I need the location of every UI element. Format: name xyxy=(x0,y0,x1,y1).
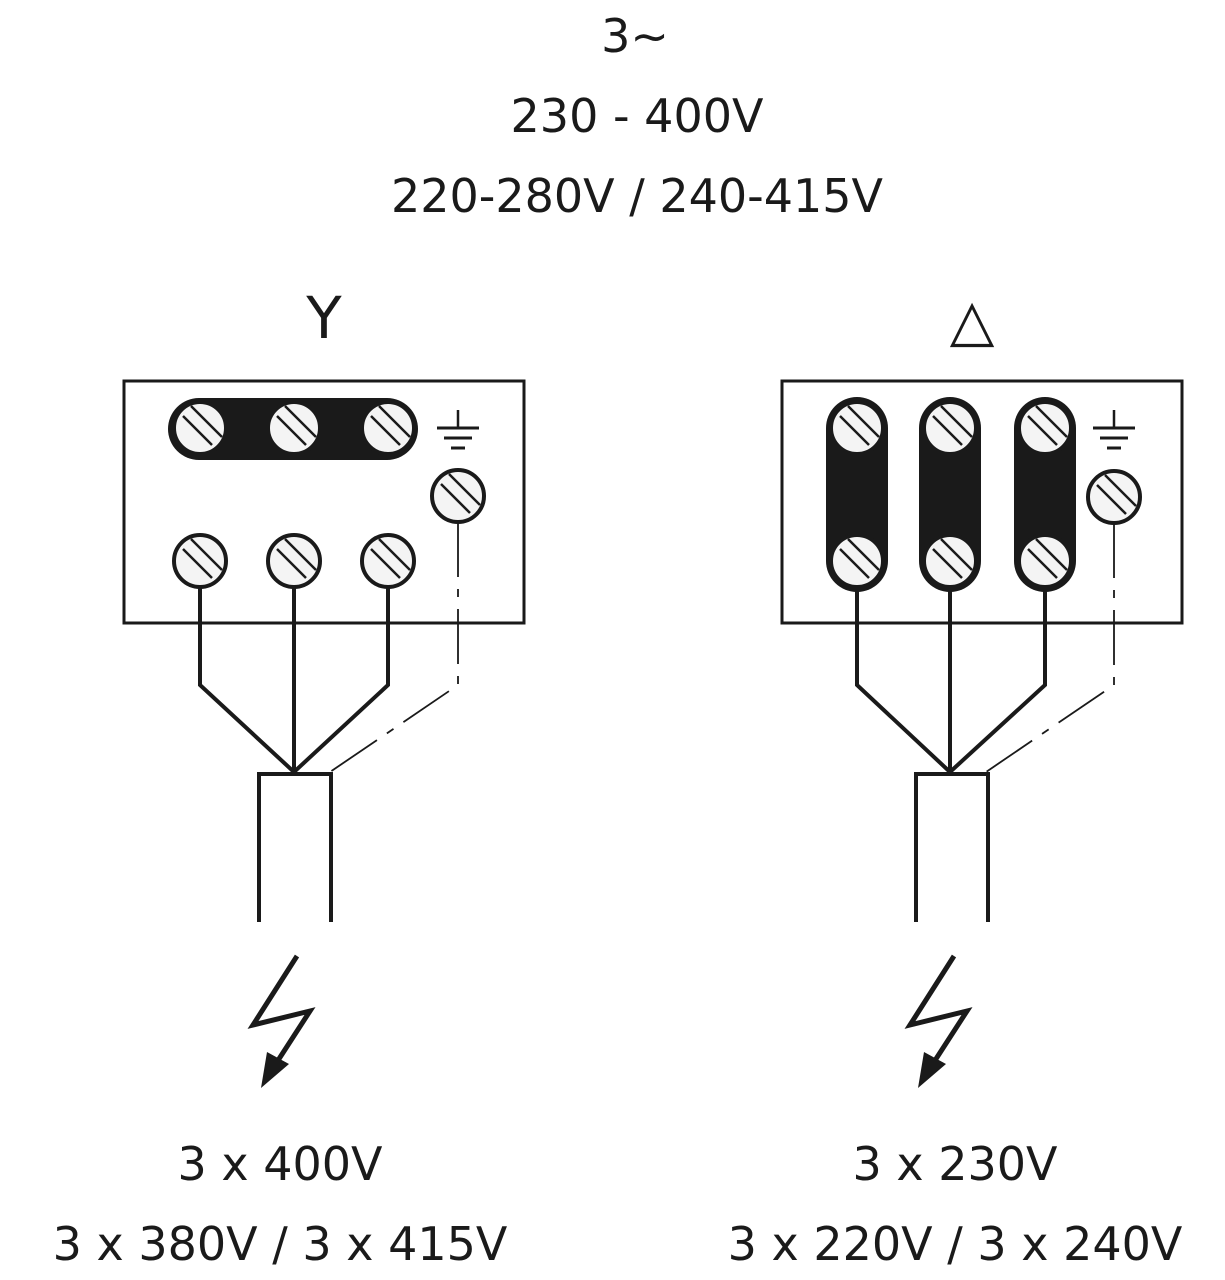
phase-label: 3~ xyxy=(601,9,669,63)
wire xyxy=(198,587,296,774)
terminal xyxy=(1017,533,1073,589)
delta-voltage-alt: 3 x 220V / 3 x 240V xyxy=(728,1217,1183,1271)
terminal xyxy=(922,533,978,589)
terminal xyxy=(360,533,416,589)
star-voltage-main: 3 x 400V xyxy=(177,1137,383,1191)
earth-wire xyxy=(985,523,1115,773)
wire xyxy=(948,590,1047,774)
voltage-range-alt: 220-280V / 240-415V xyxy=(391,169,884,223)
earth-wire xyxy=(329,522,459,773)
earth-terminal xyxy=(430,468,486,524)
cable xyxy=(257,772,333,922)
earth-terminal xyxy=(1086,469,1142,525)
terminal xyxy=(172,533,228,589)
star-symbol: Y xyxy=(305,284,342,352)
terminal xyxy=(266,533,322,589)
terminal xyxy=(266,400,322,456)
terminal xyxy=(829,533,885,589)
terminal xyxy=(829,400,885,456)
star-voltage-alt: 3 x 380V / 3 x 415V xyxy=(53,1217,508,1271)
delta-connection: △ 3 x 230V 3 x 220V / 3 x 240V xyxy=(728,286,1184,1271)
delta-voltage-main: 3 x 230V xyxy=(852,1137,1058,1191)
terminal xyxy=(922,400,978,456)
cable xyxy=(914,772,990,922)
voltage-range-main: 230 - 400V xyxy=(511,89,764,143)
terminal xyxy=(360,400,416,456)
terminal xyxy=(172,400,228,456)
wire xyxy=(292,587,390,774)
lightning-icon xyxy=(910,956,967,1088)
terminal xyxy=(1017,400,1073,456)
star-connection: Y 3 x 400V 3 x 380V / 3 x 415V xyxy=(53,284,526,1271)
lightning-icon xyxy=(253,956,310,1088)
delta-symbol: △ xyxy=(950,286,995,354)
wire xyxy=(855,590,952,774)
